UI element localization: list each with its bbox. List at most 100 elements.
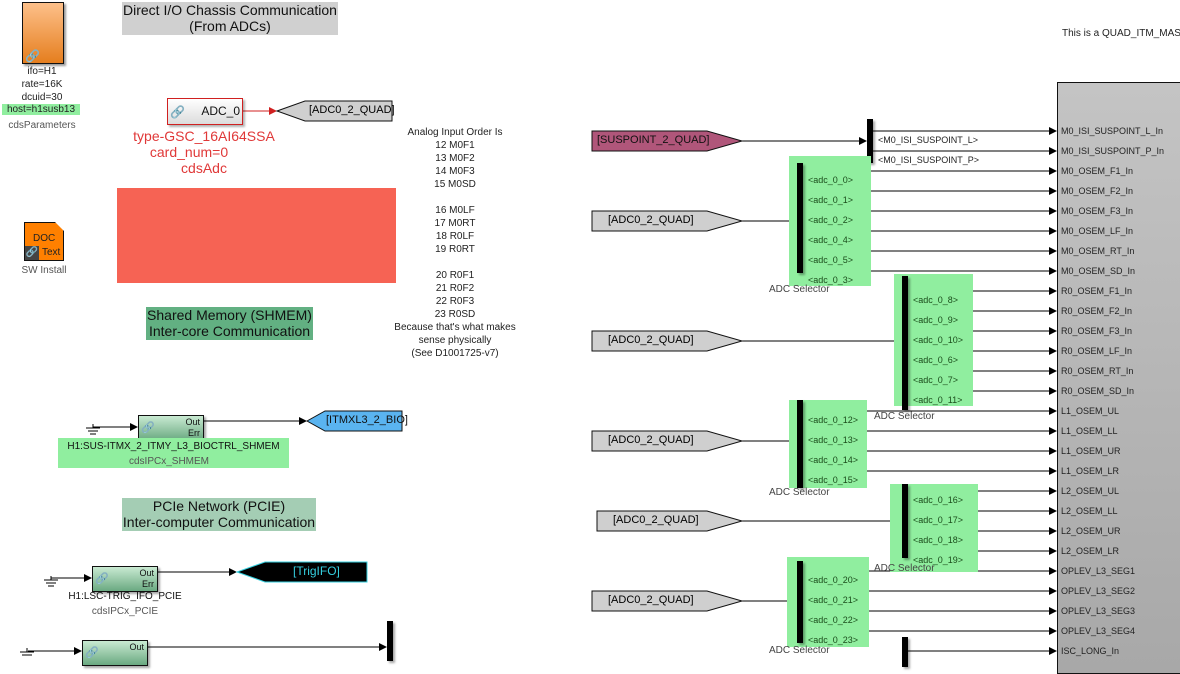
adc-bus-selector[interactable] <box>902 276 908 410</box>
from-adc0-2-quad[interactable]: [ADC0_2_QUAD] <box>591 330 744 352</box>
link-icon: 🔗 <box>85 647 99 659</box>
arrow-head <box>1049 487 1057 495</box>
from-adc-label: [ADC0_2_QUAD] <box>608 334 694 346</box>
pcie-ipc-block[interactable]: 🔗 Out Err <box>92 566 158 592</box>
quad-input-port: L2_OSEM_UR <box>1061 526 1121 536</box>
from-tag-shape <box>591 210 744 232</box>
doc-top-label: DOC <box>33 233 56 244</box>
quad-itm-master-block[interactable] <box>1057 82 1180 674</box>
link-icon: 🔗 <box>25 49 40 63</box>
arrow-head <box>1049 507 1057 515</box>
arrow-head <box>859 137 867 145</box>
pcie-ipc-block-2[interactable]: 🔗 Out <box>82 640 148 666</box>
analog-order-line: Because that's what makes <box>394 322 516 333</box>
from-adc0-2-quad[interactable]: [ADC0_2_QUAD] <box>591 590 744 612</box>
analog-order-line: 21 R0F2 <box>435 283 475 294</box>
adc-card-num: card_num=0 <box>149 144 229 160</box>
pcie-out-port: Out <box>139 568 154 578</box>
from-tag-shape <box>591 130 744 152</box>
quad-input-port: L2_OSEM_UL <box>1061 486 1120 496</box>
arrow-head <box>1049 347 1057 355</box>
adc-selector-signal: <adc_0_6> <box>913 355 959 365</box>
from-suspoint-2-quad[interactable]: [SUSPOINT_2_QUAD] <box>591 130 744 152</box>
arrow-head <box>1049 627 1057 635</box>
adc-bus-selector[interactable] <box>797 400 803 488</box>
goto-trig-ifo[interactable]: [TrigIFO] <box>235 561 368 583</box>
analog-order-line: 13 M0F2 <box>435 153 475 164</box>
quad-input-port: M0_ISI_SUSPOINT_P_In <box>1061 146 1165 156</box>
adc-block[interactable]: 🔗 ADC_0 <box>167 98 243 125</box>
adc-selector-signal: <adc_0_20> <box>808 575 859 585</box>
analog-order-line: 16 M0LF <box>435 205 475 216</box>
adc-selector-signal: <adc_0_3> <box>808 275 854 285</box>
quad-input-port: R0_OSEM_F1_In <box>1061 286 1133 296</box>
adc-bus-selector[interactable] <box>902 484 908 558</box>
adc-selector-signal: <adc_0_7> <box>913 375 959 385</box>
suspoint-bus-selector[interactable] <box>867 119 873 163</box>
goto-adc-label: [ADC0_2_QUAD] <box>309 104 395 116</box>
goto-tag-shape <box>235 561 368 583</box>
adc-selector-signal: <adc_0_21> <box>808 595 859 605</box>
from-adc0-2-quad[interactable]: [ADC0_2_QUAD] <box>591 430 744 452</box>
from-adc0-2-quad[interactable]: [ADC0_2_QUAD] <box>591 210 744 232</box>
analog-order-line: 12 M0F1 <box>435 140 475 151</box>
arrow-head <box>1049 307 1057 315</box>
link-icon: 🔗 <box>170 105 185 119</box>
shmem-out-port: Out <box>185 417 200 427</box>
cds-parameters-block[interactable]: 🔗 <box>22 2 64 64</box>
isc-bus-selector[interactable] <box>902 637 908 667</box>
analog-order-line: 22 R0F3 <box>435 296 475 307</box>
quad-input-port: M0_OSEM_F1_In <box>1061 166 1134 176</box>
from-suspoint-label: [SUSPOINT_2_QUAD] <box>597 134 710 146</box>
shmem-err-port: Err <box>188 428 200 438</box>
goto-adc0-2-quad[interactable]: [ADC0_2_QUAD] <box>275 100 395 122</box>
analog-order-line <box>380 256 530 269</box>
quad-input-port: L1_OSEM_LL <box>1061 426 1118 436</box>
quad-input-port: R0_OSEM_RT_In <box>1061 366 1134 376</box>
adc-selector-signal: <adc_0_12> <box>808 415 859 425</box>
params-block-name: cdsParameters <box>8 120 76 131</box>
banner-pcie: PCIe Network (PCIE) Inter-computer Commu… <box>122 498 316 531</box>
adc-name: cdsAdc <box>181 160 227 176</box>
pcie-block-name: cdsIPCx_PCIE <box>91 606 159 617</box>
quad-note: This is a QUAD_ITM_MAS <box>1062 28 1180 39</box>
arrow-head <box>1049 207 1057 215</box>
doc-bottom-label: Text <box>42 247 61 258</box>
from-adc-label: [ADC0_2_QUAD] <box>608 434 694 446</box>
params-dcuid: dcuid=30 <box>21 92 63 103</box>
adc-selector-signal: <adc_0_5> <box>808 255 854 265</box>
from-adc-label: [ADC0_2_QUAD] <box>608 214 694 226</box>
analog-order-line: Analog Input Order Is <box>407 127 503 138</box>
arrow-head <box>1049 187 1057 195</box>
arrow-head <box>1049 247 1057 255</box>
adc-selector-signal: <adc_0_10> <box>913 335 964 345</box>
adc-selector-signal: <adc_0_1> <box>808 195 854 205</box>
doc-block[interactable]: DOC 🔗 Text <box>24 222 64 261</box>
arrow-head <box>1049 407 1057 415</box>
adc-block-label: ADC_0 <box>201 104 240 118</box>
from-tag-shape <box>591 430 744 452</box>
from-adc-label: [ADC0_2_QUAD] <box>613 514 699 526</box>
pcie2-out-port: Out <box>129 642 144 652</box>
adc-bus-selector[interactable] <box>797 163 803 273</box>
arrow-head <box>1049 567 1057 575</box>
quad-input-port: M0_OSEM_LF_In <box>1061 226 1134 236</box>
quad-input-port: M0_OSEM_F2_In <box>1061 186 1134 196</box>
shmem-channel: H1:SUS-ITMX_2_ITMY_L3_BIOCTRL_SHMEM <box>67 441 280 452</box>
banner-shmem-line2: Inter-core Communication <box>148 323 311 339</box>
adc-selector-signal: <adc_0_4> <box>808 235 854 245</box>
adc-selector-signal: <adc_0_18> <box>913 535 964 545</box>
adc-selector-signal: <adc_0_23> <box>808 635 859 645</box>
arrow-head <box>1049 647 1057 655</box>
adc-selector-signal: <adc_0_0> <box>808 175 854 185</box>
adc-selector-caption: ADC Selector <box>769 284 830 295</box>
goto-itmxl3-2-bio[interactable]: [ITMXL3_2_BIO] <box>305 410 408 432</box>
arrow-head <box>1049 327 1057 335</box>
from-adc0-2-quad[interactable]: [ADC0_2_QUAD] <box>596 510 744 532</box>
analog-order-line: (See D1001725-v7) <box>411 348 499 359</box>
adc-selector-signal: <adc_0_17> <box>913 515 964 525</box>
adc-bus-selector[interactable] <box>797 561 803 643</box>
from-adc-label: [ADC0_2_QUAD] <box>608 594 694 606</box>
adc-selector-caption: ADC Selector <box>874 411 935 422</box>
goto-trig-label: [TrigIFO] <box>293 564 340 578</box>
